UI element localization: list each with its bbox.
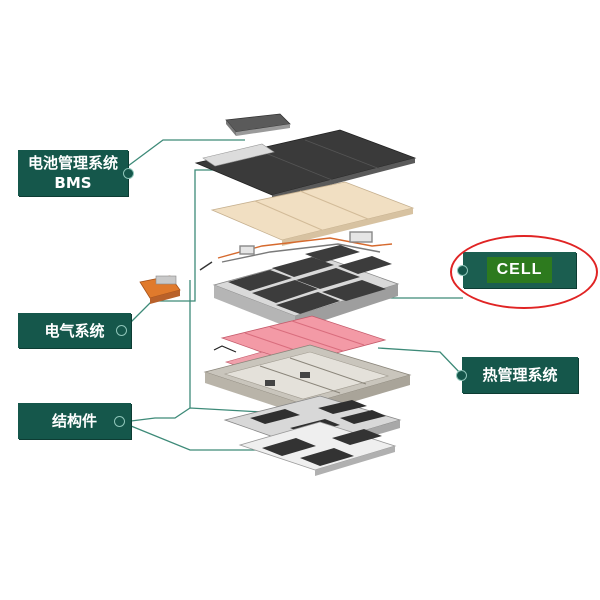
thermal-management-label: 热管理系统 [456, 357, 578, 393]
bms-label-line1: 电池管理系统 [27, 154, 118, 172]
electrical-system-label: 电气系统 [18, 313, 131, 348]
bms-module [225, 113, 291, 136]
cell-highlight-circle [450, 235, 598, 309]
structure-label: 结构件 [18, 403, 131, 439]
structure-text: 结构件 [51, 412, 97, 430]
insulation-layer [210, 181, 415, 246]
electrical-component [139, 275, 181, 304]
thermal-connector-dot-icon [456, 370, 467, 381]
electrical-system-text: 电气系统 [44, 321, 105, 340]
bms-label: 电池管理系统 BMS [18, 150, 134, 196]
chassis-base [238, 421, 397, 476]
bms-connector-dot-icon [123, 168, 134, 179]
connector-lines [127, 139, 463, 451]
bms-label-line2: BMS [54, 174, 92, 192]
thermal-management-text: 热管理系统 [482, 366, 558, 384]
wiring-harness [199, 231, 393, 271]
structure-connector-dot-icon [114, 416, 125, 427]
electrical-connector-dot-icon [116, 325, 127, 336]
